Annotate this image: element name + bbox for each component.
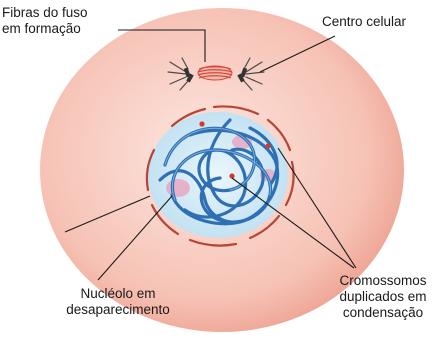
chromosomes-highlight: [164, 127, 271, 201]
centrosome-right: [237, 57, 265, 91]
label-nucleolus-line2: desaparecimento: [66, 302, 170, 317]
leader-chromosome-2: [277, 147, 357, 269]
label-chromosomes-line1: Cromossomos: [339, 273, 427, 288]
label-chromosomes-line2: duplicados em: [339, 289, 427, 304]
label-chromosomes: Cromossomos duplicados em condensação: [326, 273, 440, 321]
leader-nuclear-envelope: [64, 195, 151, 233]
nuclear-envelope-fragments: [145, 105, 295, 247]
centromere-dots: [199, 121, 271, 179]
label-spindle-fibers-line2: em formação: [2, 21, 81, 36]
leader-nucleolus: [97, 195, 173, 281]
leader-chromosome-1: [231, 177, 355, 269]
label-centrosome: Centro celular: [322, 14, 407, 29]
label-chromosomes-line3: condensação: [342, 305, 424, 320]
leader-centrosome: [259, 35, 336, 73]
leader-spindle-fibers: [118, 29, 206, 62]
label-spindle-fibers: Fibras do fuso em formação: [2, 5, 88, 37]
cell-nucleus: [148, 112, 288, 238]
label-nucleolus: Nucléolo em desaparecimento: [48, 286, 188, 318]
label-spindle-fibers-line1: Fibras do fuso: [2, 5, 88, 20]
centrosome-left: [167, 57, 194, 91]
label-nucleolus-line1: Nucléolo em: [80, 286, 156, 301]
spindle-fibers: [197, 65, 233, 81]
